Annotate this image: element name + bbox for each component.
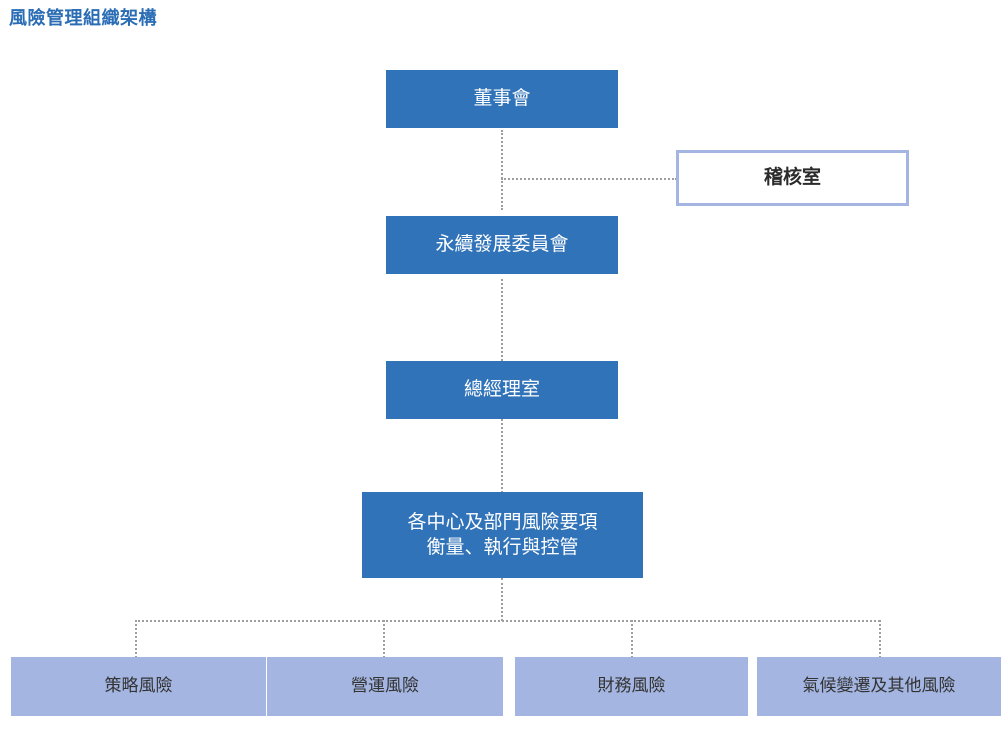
node-climate-and-other-risk-label: 氣候變遷及其他風險 (802, 676, 956, 697)
node-sustainability-committee-label: 永續發展委員會 (435, 233, 569, 256)
connector-board-to-audit (501, 178, 677, 180)
connector-departments-to-bus (501, 578, 503, 621)
connector-horizontal-bus (135, 620, 880, 622)
node-general-manager-office: 總經理室 (386, 361, 618, 419)
connector-board-to-sustainability (501, 130, 503, 210)
node-board-of-directors-label: 董事會 (473, 87, 531, 110)
node-sustainability-committee: 永續發展委員會 (386, 216, 618, 274)
node-financial-risk: 財務風險 (515, 657, 748, 716)
node-financial-risk-label: 財務風險 (597, 676, 666, 697)
page-title: 風險管理組織架構 (9, 8, 157, 29)
node-audit-office-label: 稽核室 (763, 166, 821, 189)
node-climate-and-other-risk: 氣候變遷及其他風險 (757, 657, 1001, 716)
connector-general-manager-to-departments (501, 419, 503, 493)
connector-bus-to-leaf-0 (135, 620, 137, 658)
connector-bus-to-leaf-2 (631, 620, 633, 658)
node-strategic-risk-label: 策略風險 (104, 676, 173, 697)
connector-sustainability-to-general-manager (501, 279, 503, 361)
node-operational-risk: 營運風險 (267, 657, 503, 716)
node-strategic-risk: 策略風險 (11, 657, 266, 716)
node-department-risk-management: 各中心及部門風險要項 衡量、執行與控管 (362, 492, 643, 578)
node-board-of-directors: 董事會 (386, 70, 618, 128)
node-audit-office: 稽核室 (676, 150, 909, 206)
connector-bus-to-leaf-3 (879, 620, 881, 658)
node-general-manager-office-label: 總經理室 (463, 378, 540, 401)
connector-bus-to-leaf-1 (383, 620, 385, 658)
node-operational-risk-label: 營運風險 (351, 676, 419, 697)
node-department-risk-management-label: 各中心及部門風險要項 衡量、執行與控管 (407, 510, 598, 558)
